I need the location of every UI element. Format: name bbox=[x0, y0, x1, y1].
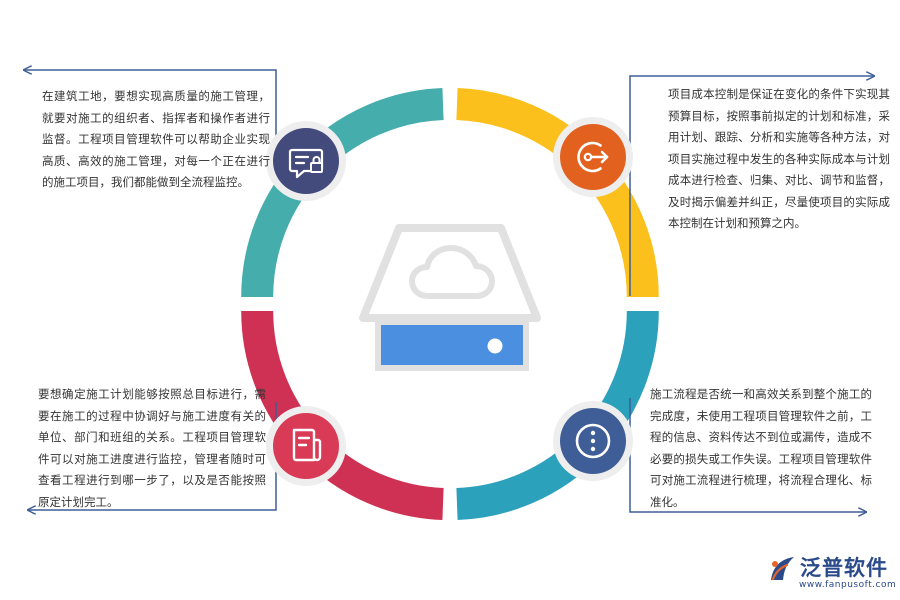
chat-lock-icon bbox=[266, 121, 346, 201]
logo-name: 泛普软件 bbox=[800, 556, 888, 580]
document-icon bbox=[266, 406, 346, 486]
connector-top-right bbox=[629, 76, 874, 296]
text-block-bottom-right: 施工流程是否统一和高效关系到整个施工的完成度，未使用工程项目管理软件之前，工程的… bbox=[650, 387, 872, 509]
logo-url: www.fanpusoft.com bbox=[799, 580, 897, 590]
more-dots-icon bbox=[553, 401, 633, 481]
cloud-drive-icon bbox=[359, 224, 541, 371]
text-block-top-right: 项目成本控制是保证在变化的条件下实现其预算目标，按照事前拟定的计划和标准，采用计… bbox=[668, 87, 890, 230]
logo-mark-icon bbox=[771, 557, 794, 581]
connector-top-left bbox=[24, 70, 277, 160]
text-block-top-left: 在建筑工地，要想实现高质量的施工管理，就要对施工的组织者、指挥者和操作者进行监督… bbox=[42, 89, 270, 189]
login-arrow-icon bbox=[553, 117, 633, 197]
text-block-bottom-left: 要想确定施工计划能够按照总目标进行，需要在施工的过程中协调好与施工进度有关的单位… bbox=[38, 387, 266, 509]
brand-logo: 泛普软件 www.fanpusoft.com bbox=[765, 552, 897, 597]
